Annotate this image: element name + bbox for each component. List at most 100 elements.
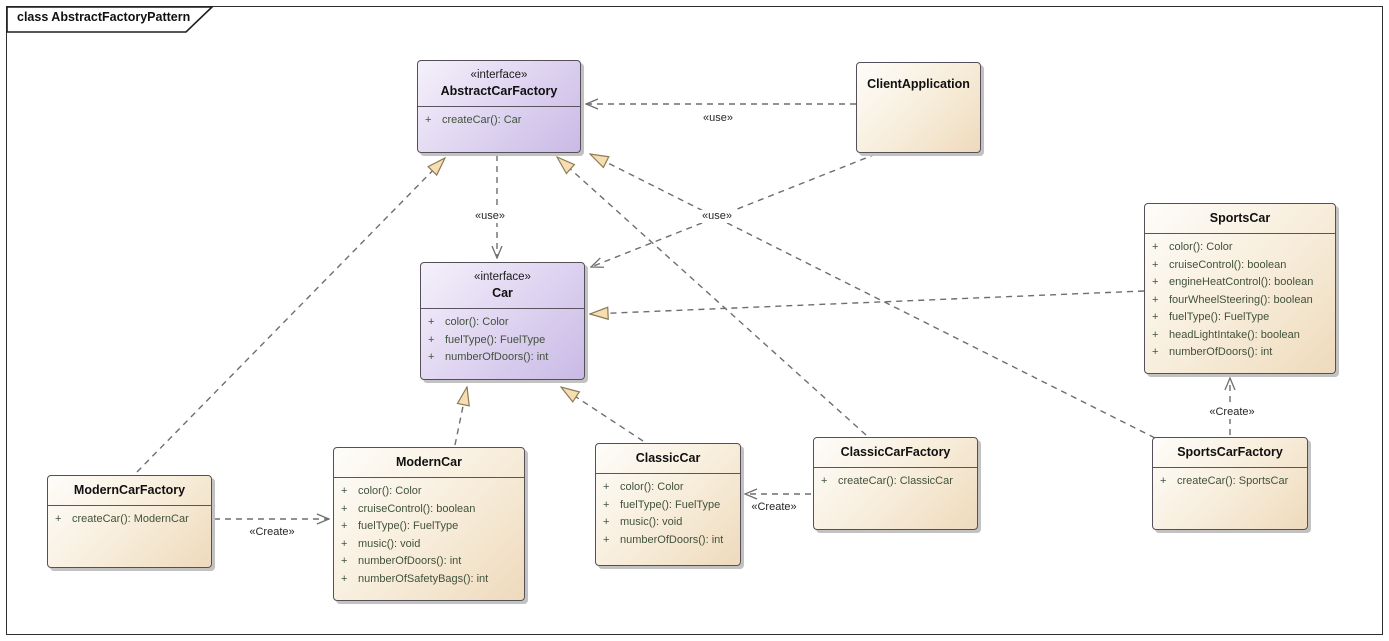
method-row: + color(): Color bbox=[603, 479, 736, 497]
edge-label-create-moderncar: «Create» bbox=[246, 526, 298, 539]
class-box-classic-car[interactable]: ClassicCar + color(): Color + fuelType()… bbox=[595, 443, 741, 566]
method-row: + color(): Color bbox=[428, 314, 580, 332]
method-visibility: + bbox=[341, 555, 348, 567]
method-row: + createCar(): SportsCar bbox=[1160, 473, 1303, 491]
compartment-divider bbox=[1145, 233, 1335, 234]
class-name: ModernCarFactory bbox=[73, 483, 186, 497]
methods-compartment: + createCar(): Car bbox=[418, 107, 580, 133]
method-signature: color(): Color bbox=[445, 316, 509, 328]
class-name: SportsCarFactory bbox=[1177, 445, 1283, 459]
class-header: ClassicCar bbox=[596, 444, 740, 467]
method-row: + fuelType(): FuelType bbox=[428, 332, 580, 350]
diagram-frame bbox=[6, 6, 1383, 635]
method-visibility: + bbox=[603, 498, 610, 511]
method-signature: createCar(): SportsCar bbox=[1177, 475, 1289, 487]
methods-compartment: + createCar(): ClassicCar bbox=[814, 468, 977, 494]
method-row: + createCar(): Car bbox=[425, 112, 576, 130]
compartment-divider bbox=[1153, 467, 1307, 468]
edge-label-use-client-car: «use» bbox=[699, 210, 735, 223]
method-row: + numberOfDoors(): int bbox=[1152, 344, 1331, 362]
method-visibility: + bbox=[425, 114, 432, 126]
edge-label-use-client-abstract-factory: «use» bbox=[700, 112, 736, 125]
method-signature: fuelType(): FuelType bbox=[445, 333, 546, 346]
method-row: + fuelType(): FuelType bbox=[1152, 309, 1331, 327]
methods-compartment: + createCar(): ModernCar bbox=[48, 506, 211, 532]
method-row: + numberOfSafetyBags(): int bbox=[341, 571, 520, 589]
class-box-modern-car-factory[interactable]: ModernCarFactory + createCar(): ModernCa… bbox=[47, 475, 212, 568]
method-visibility: + bbox=[1152, 258, 1159, 271]
class-name: SportsCar bbox=[1209, 211, 1271, 225]
method-visibility: + bbox=[341, 520, 348, 532]
method-visibility: + bbox=[603, 481, 610, 493]
class-box-sports-car[interactable]: SportsCar + color(): Color + cruiseContr… bbox=[1144, 203, 1336, 374]
method-visibility: + bbox=[603, 516, 610, 528]
methods-compartment: + color(): Color + cruiseControl(): bool… bbox=[334, 478, 524, 591]
method-signature: fourWheelSteering(): boolean bbox=[1169, 293, 1313, 306]
method-visibility: + bbox=[1152, 346, 1159, 358]
method-signature: createCar(): ClassicCar bbox=[838, 475, 953, 487]
class-name: ClassicCarFactory bbox=[840, 445, 951, 459]
method-signature: numberOfDoors(): int bbox=[445, 351, 549, 363]
class-box-classic-car-factory[interactable]: ClassicCarFactory + createCar(): Classic… bbox=[813, 437, 978, 530]
method-row: + createCar(): ClassicCar bbox=[821, 473, 973, 491]
realization-classiccar-to-car[interactable] bbox=[561, 387, 644, 442]
realization-sportscarfactory-to-abstract-factory[interactable] bbox=[590, 154, 1156, 439]
method-signature: createCar(): ModernCar bbox=[72, 513, 189, 525]
method-signature: numberOfSafetyBags(): int bbox=[358, 572, 489, 585]
class-header: «interface» AbstractCarFactory bbox=[418, 61, 580, 100]
method-row: + createCar(): ModernCar bbox=[55, 511, 207, 529]
dependency-client-to-car[interactable] bbox=[591, 153, 877, 267]
class-header: «interface» Car bbox=[421, 263, 584, 302]
method-signature: cruiseControl(): boolean bbox=[358, 502, 476, 515]
compartment-divider bbox=[814, 467, 977, 468]
method-signature: createCar(): Car bbox=[442, 114, 522, 126]
realization-classiccarfactory-to-abstract-factory[interactable] bbox=[557, 157, 867, 436]
method-visibility: + bbox=[55, 513, 62, 525]
class-stereotype: «interface» bbox=[470, 69, 528, 81]
class-box-car[interactable]: «interface» Car + color(): Color + fuelT… bbox=[420, 262, 585, 380]
method-signature: headLightIntake(): boolean bbox=[1169, 328, 1300, 341]
method-visibility: + bbox=[341, 572, 348, 585]
method-row: + fuelType(): FuelType bbox=[603, 497, 736, 515]
class-header: SportsCar bbox=[1145, 204, 1335, 227]
method-signature: fuelType(): FuelType bbox=[620, 498, 721, 511]
method-visibility: + bbox=[1152, 241, 1159, 253]
class-box-modern-car[interactable]: ModernCar + color(): Color + cruiseContr… bbox=[333, 447, 525, 601]
methods-compartment: + color(): Color + fuelType(): FuelType … bbox=[421, 309, 584, 370]
method-row: + engineHeatControl(): boolean bbox=[1152, 274, 1331, 292]
method-visibility: + bbox=[1160, 475, 1167, 487]
method-visibility: + bbox=[1152, 276, 1159, 288]
method-signature: fuelType(): FuelType bbox=[358, 520, 459, 532]
class-header: ModernCar bbox=[334, 448, 524, 471]
methods-compartment: + color(): Color + fuelType(): FuelType … bbox=[596, 474, 740, 552]
class-header: ClientApplication bbox=[857, 63, 980, 93]
edge-label-create-classiccar: «Create» bbox=[748, 501, 800, 514]
frame-tab bbox=[6, 6, 214, 33]
class-name: ClientApplication bbox=[867, 77, 970, 91]
compartment-divider bbox=[48, 505, 211, 506]
class-header: ClassicCarFactory bbox=[814, 438, 977, 461]
method-signature: color(): Color bbox=[358, 485, 422, 497]
method-visibility: + bbox=[1152, 328, 1159, 341]
method-signature: color(): Color bbox=[620, 481, 684, 493]
method-signature: engineHeatControl(): boolean bbox=[1169, 276, 1314, 288]
methods-compartment: + createCar(): SportsCar bbox=[1153, 468, 1307, 494]
class-name: AbstractCarFactory bbox=[440, 84, 558, 98]
class-box-abstract-car-factory[interactable]: «interface» AbstractCarFactory + createC… bbox=[417, 60, 581, 153]
compartment-divider bbox=[421, 308, 584, 309]
realization-moderncar-to-car[interactable] bbox=[454, 387, 467, 446]
class-box-sports-car-factory[interactable]: SportsCarFactory + createCar(): SportsCa… bbox=[1152, 437, 1308, 530]
method-row: + cruiseControl(): boolean bbox=[341, 501, 520, 519]
method-signature: numberOfDoors(): int bbox=[620, 533, 724, 546]
realization-moderncarfactory-to-abstract-factory[interactable] bbox=[136, 158, 445, 473]
method-row: + fuelType(): FuelType bbox=[341, 518, 520, 536]
compartment-divider bbox=[418, 106, 580, 107]
class-box-client-application[interactable]: ClientApplication bbox=[856, 62, 981, 153]
method-visibility: + bbox=[821, 475, 828, 487]
realization-sportscar-to-car[interactable] bbox=[590, 290, 1145, 314]
method-visibility: + bbox=[603, 533, 610, 546]
method-signature: color(): Color bbox=[1169, 241, 1233, 253]
class-stereotype: «interface» bbox=[474, 271, 531, 283]
